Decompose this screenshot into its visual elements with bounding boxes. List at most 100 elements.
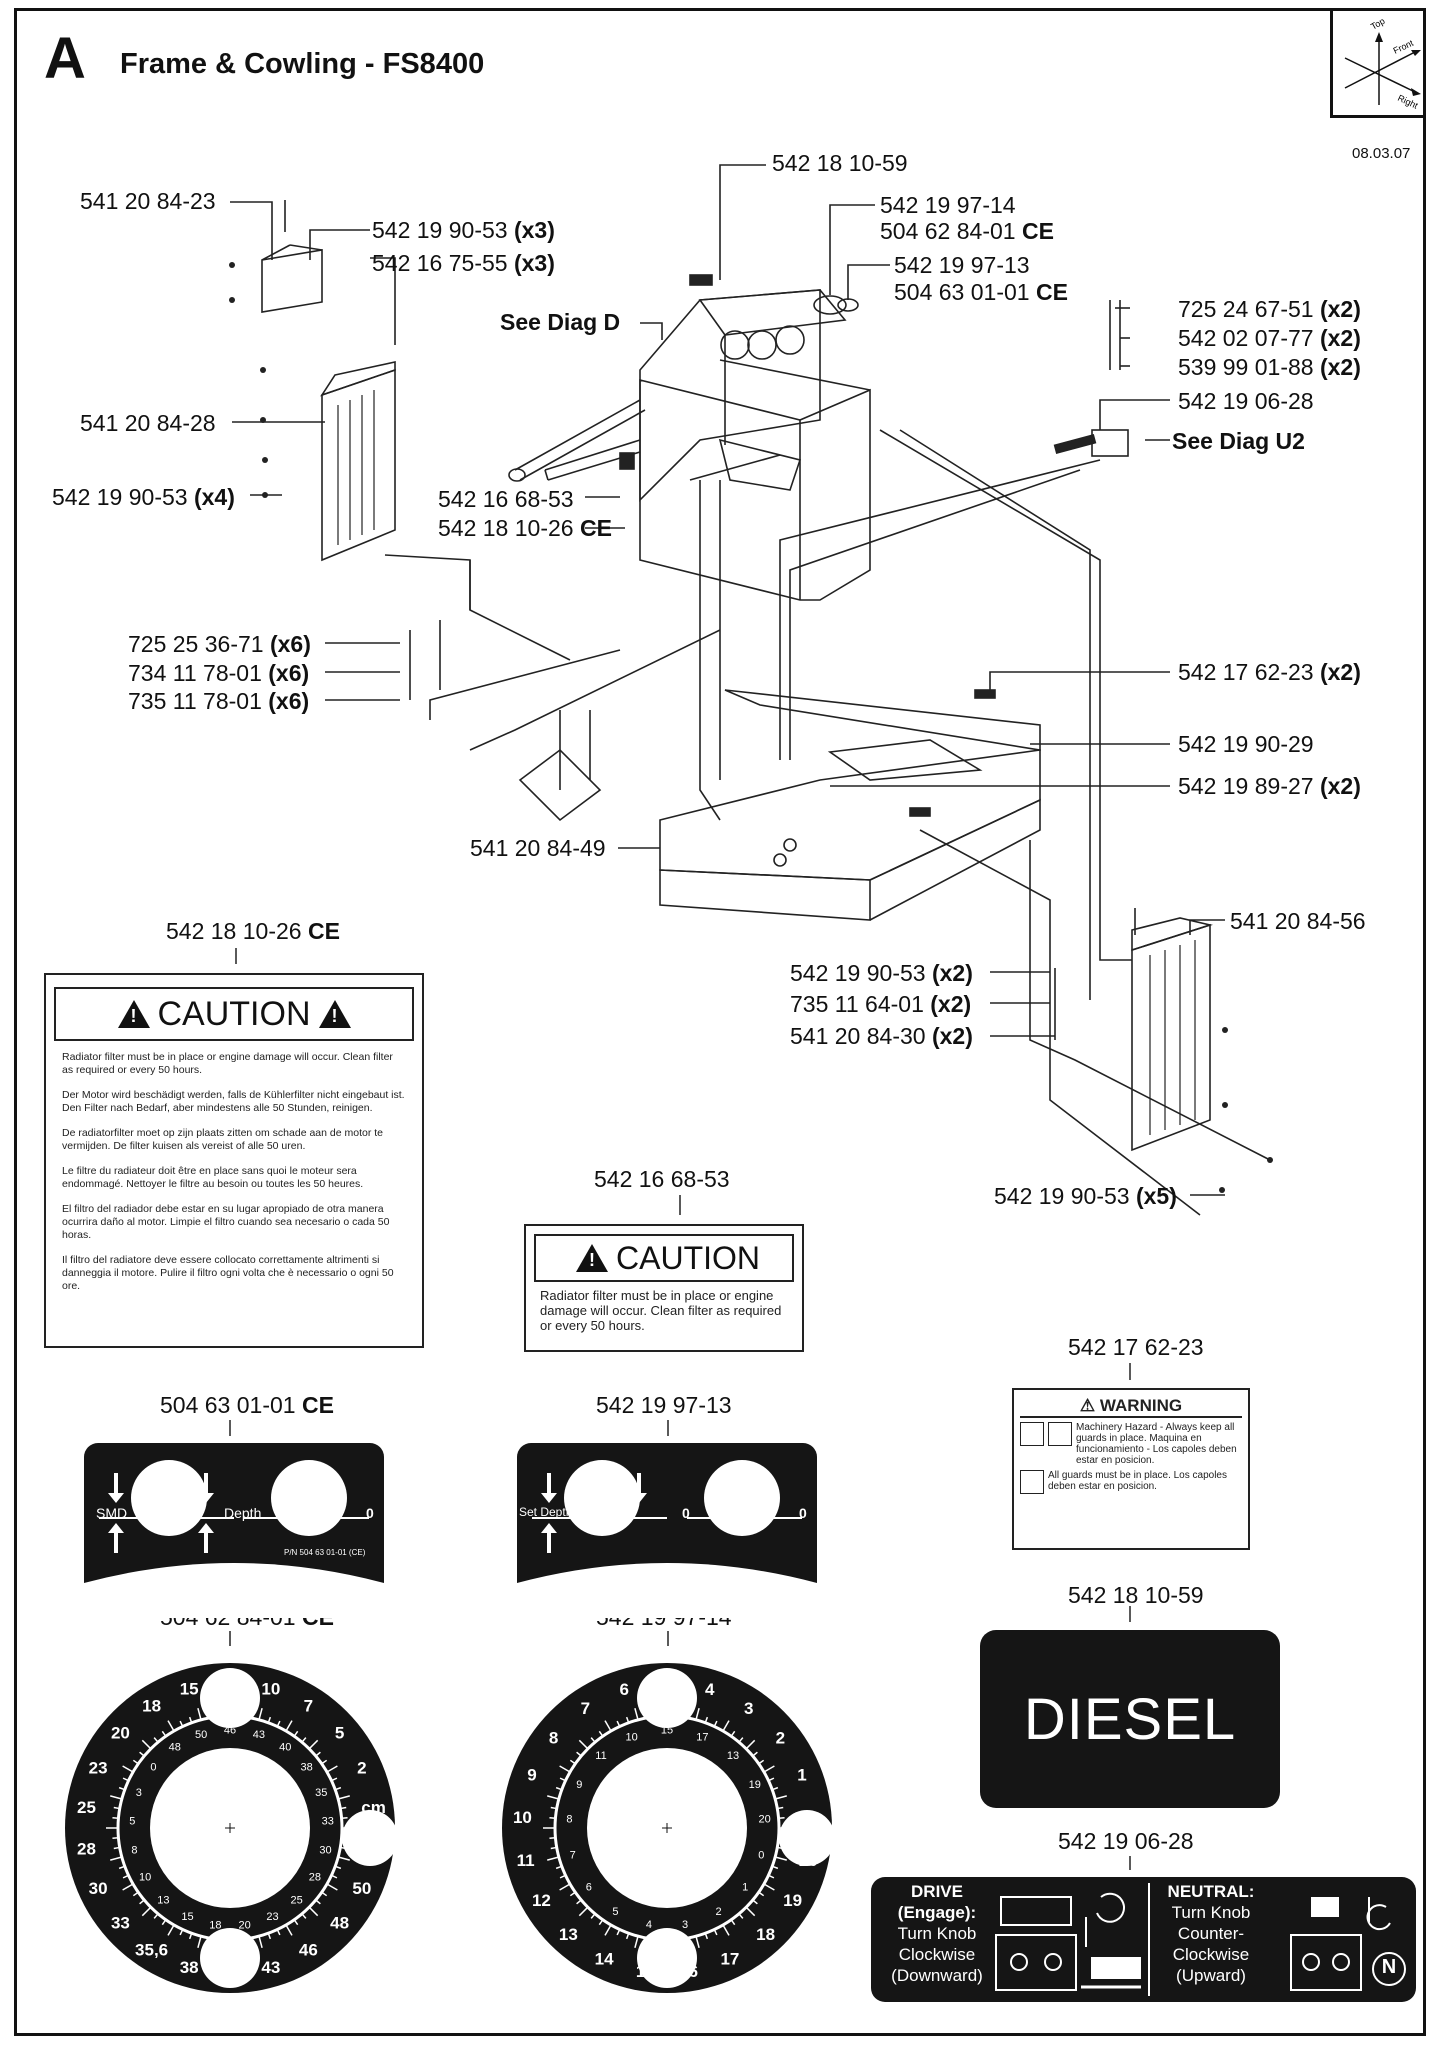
callout-c30: 542 19 90-53 (x5) [994,1183,1177,1209]
page-title: Frame & Cowling - FS8400 [120,48,485,80]
dial-tick-label: 33 [111,1914,130,1933]
diesel-decal: DIESEL [980,1630,1280,1808]
dial-tick-label: cm [361,1798,386,1817]
callout-c21: 735 11 78-01 (x6) [128,688,310,714]
dial-tick-label: 1 [742,1882,748,1894]
dial-tick-label: 7 [581,1699,590,1718]
dial-tick-label: 5 [612,1906,618,1918]
depth-decal-1: SMD Depth 0 P/N 504 63 01-01 (CE) [84,1443,384,1618]
dial-tick-label: 43 [253,1729,265,1741]
caution-small-text: Radiator filter must be in place or engi… [540,1288,782,1333]
dial-tick-label: 0 [369,1839,378,1858]
dial-tick-label: 13 [157,1895,169,1907]
dial-tick-label: 40 [279,1742,291,1754]
warning-triangle-icon [117,1000,150,1028]
guard-hazard-icon [1048,1422,1072,1446]
decal-label-caution-small: 542 16 68-53 [594,1166,730,1192]
callout-c26: 541 20 84-56 [1230,908,1366,934]
dial-tick-label: 35,6 [135,1941,168,1960]
callout-c4: 542 19 97-13 [894,252,1030,278]
callout-c22: 542 17 62-23 (x2) [1178,659,1361,685]
dial-tick-label: 50 [195,1729,207,1741]
dial-tick-label: 4 [646,1919,652,1931]
callout-c8: 542 16 75-55 (x3) [372,250,555,276]
dial-tick-label: 5 [335,1724,344,1743]
dial-tick-label: 2 [357,1758,366,1777]
callout-c20: 734 11 78-01 (x6) [128,660,310,686]
guard-required-icon [1020,1470,1044,1494]
warning-triangle-icon [318,1000,351,1028]
caution-decal-large: CAUTION Radiator filter must be in place… [44,973,424,1348]
dial-tick-label: 18 [209,1920,221,1932]
dial-tick-label: 12 [532,1891,551,1910]
dial-tick-label: 19 [783,1891,802,1910]
callout-c27: 542 19 90-53 (x2) [790,960,973,986]
dial-tick-label: 15 [181,1911,193,1923]
dial-tick-label: 3 [744,1699,753,1718]
dial-tick-label: 23 [266,1911,278,1923]
callout-c10: 725 24 67-51 (x2) [1178,296,1361,322]
dial-tick-label: 14 [595,1949,614,1968]
dial-tick-label: 11 [517,1851,535,1870]
callout-c23: 542 19 90-29 [1178,731,1314,757]
dial-tick-label: 38 [180,1958,199,1977]
caution-text-nl: De radiatorfilter moet op zijn plaats zi… [62,1127,383,1152]
dial-tick-label: 28 [77,1839,96,1858]
callout-c13: 542 19 06-28 [1178,388,1314,414]
dial-tick-label: 20 [799,1851,818,1870]
dial-tick-label: 0 [150,1762,156,1774]
warning-text-1: Machinery Hazard - Always keep all guard… [1076,1422,1237,1466]
caution-decal-small: CAUTION Radiator filter must be in place… [524,1224,804,1352]
dial-tick-label: 4 [705,1680,715,1699]
callout-c14: See Diag U2 [1172,428,1305,454]
dial-tick-label: 6 [620,1680,629,1699]
dial-tick-label: 20 [758,1814,770,1826]
dial-tick-label: 16 [679,1962,698,1981]
dial-tick-label: 3 [682,1919,688,1931]
dial-tick-label: 7 [304,1697,313,1716]
caution-text-fr: Le filtre du radiateur doit être en plac… [62,1165,364,1190]
decal-label-warning: 542 17 62-23 [1068,1334,1204,1360]
dial-tick-label: 17 [696,1731,708,1743]
dial-tick-label: 15 [180,1680,199,1699]
dial-tick-label: 25 [77,1798,96,1817]
dial-tick-label: 0 [807,1808,816,1827]
callout-c17: 542 16 68-53 [438,486,574,512]
orientation-box: Top Front Right [1330,10,1426,118]
dial-tick-label: 0 [758,1849,764,1861]
caution-heading: CAUTION [157,994,311,1033]
dial-tick-label: 18 [756,1925,775,1944]
dial-tick-label: 12,7 [213,1674,246,1693]
dial-tick-label: 7 [570,1849,576,1861]
dial-tick-label: 43 [261,1958,280,1977]
decal-label-diesel: 542 18 10-59 [1068,1582,1204,1608]
dial-tick-label: 10 [625,1731,637,1743]
callout-c5: 504 63 01-01 CE [894,279,1068,305]
callout-c18: 542 18 10-26 CE [438,515,612,541]
revision-date: 08.03.07 [1352,145,1411,162]
dial-tick-label: 50 [352,1879,371,1898]
dial-tick-label: 8 [549,1728,558,1747]
caution-heading: CAUTION [616,1239,760,1276]
dial-tick-label: 8 [566,1814,572,1826]
callout-c19: 725 25 36-71 (x6) [128,631,311,657]
dial-tick-label: 25 [291,1895,303,1907]
orientation-axes-icon: Top Front Right [1344,16,1421,111]
dial-tick-label: 18 [142,1697,161,1716]
decal-label-depth1: 504 63 01-01 CE [160,1392,334,1418]
dial-tick-label: 8 [131,1844,137,1856]
dial-tick-label: 28 [309,1872,321,1884]
dial-tick-label: 46 [224,1725,236,1737]
dial-tick-label: 20 [238,1920,250,1932]
dial-tick-label: 48 [330,1914,349,1933]
depth-gauge-graphic [517,1460,817,1618]
warning-text-2: All guards must be in place. Los capoles… [1048,1470,1227,1492]
dial-tick-label: 15 [661,1725,673,1737]
callout-c29: 541 20 84-30 (x2) [790,1023,973,1049]
dial-tick-label: 10 [261,1680,280,1699]
callout-c25: 541 20 84-49 [470,835,606,861]
dial-tick-label: 13 [559,1925,578,1944]
dial-tick-label: 33 [322,1815,334,1827]
